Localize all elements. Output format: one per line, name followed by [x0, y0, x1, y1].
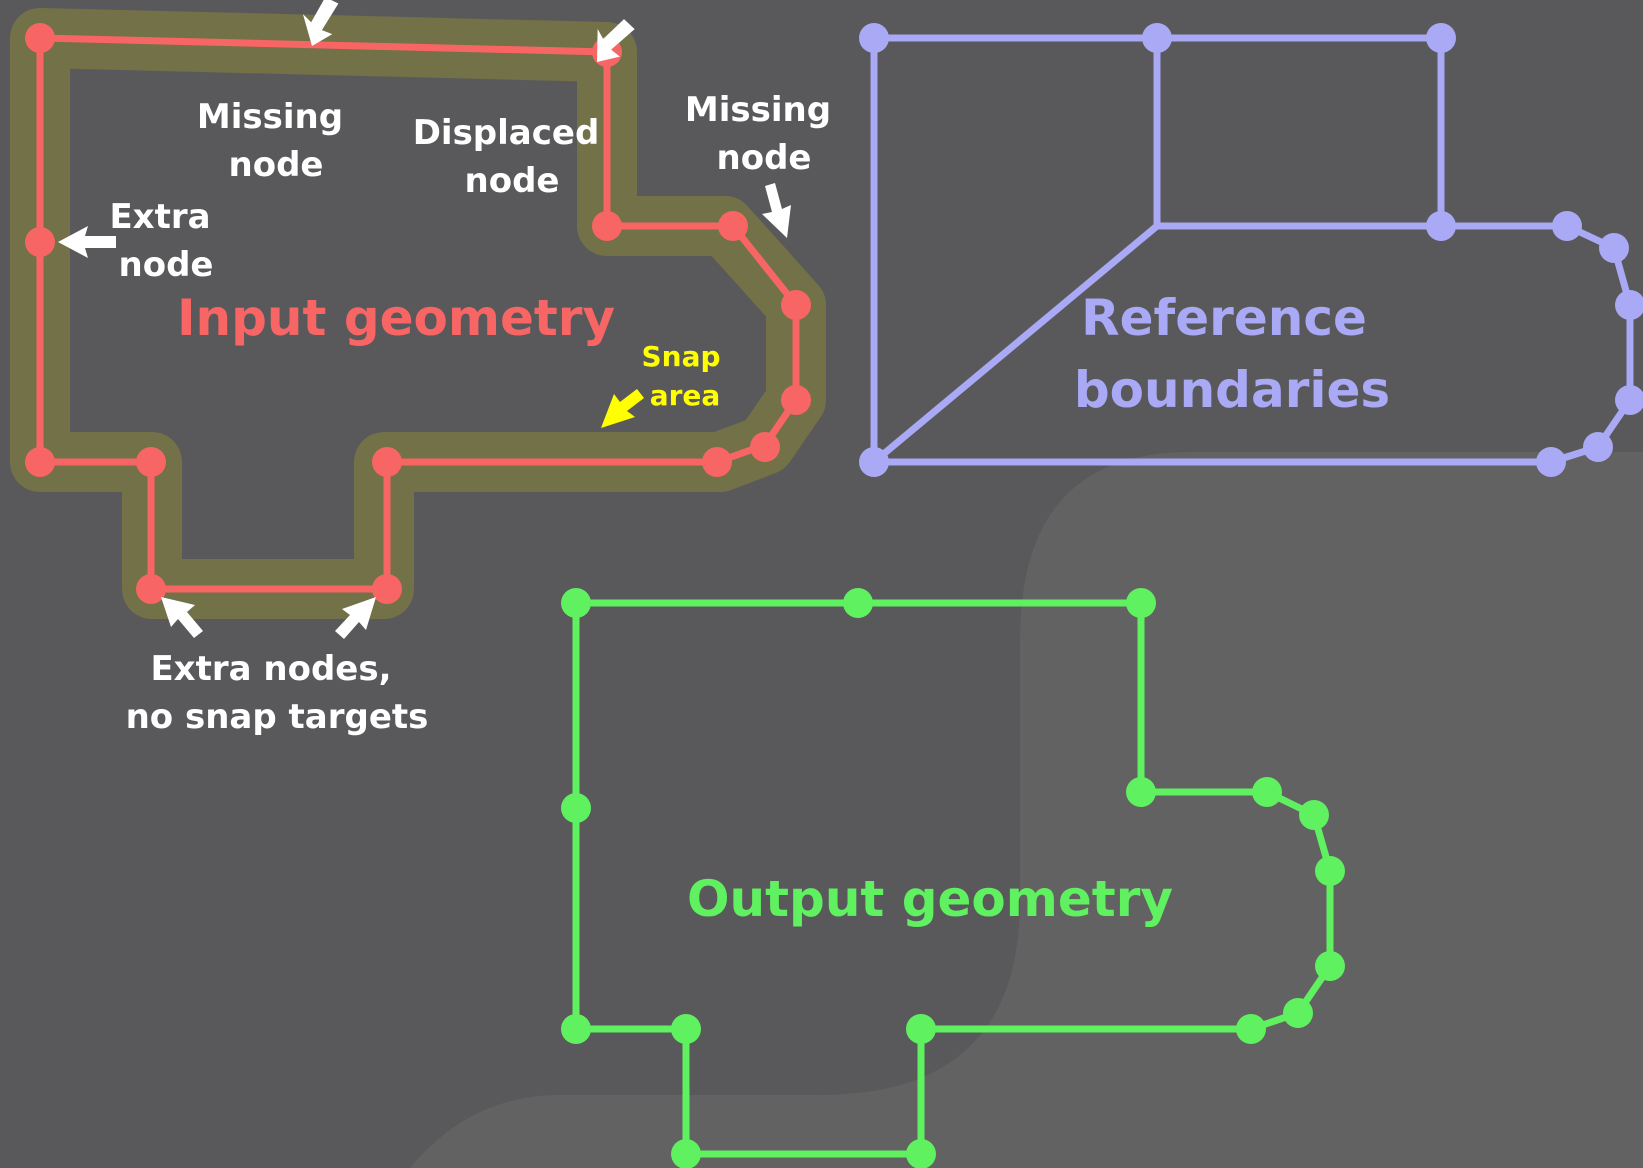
output-node: [1315, 951, 1345, 981]
reference-node: [859, 23, 889, 53]
output-node: [561, 793, 591, 823]
output-node: [843, 588, 873, 618]
reference-title-line1: Reference: [1081, 289, 1367, 347]
output-geometry: Output geometry: [561, 588, 1345, 1168]
output-node: [561, 1014, 591, 1044]
input-node-extra: [25, 227, 55, 257]
input-node: [750, 432, 780, 462]
input-polygon: [36, 34, 800, 593]
annotations: Missing node Displaced node Missing node…: [58, 0, 831, 737]
reference-node: [1552, 211, 1582, 241]
missing-node-right-label-line1: Missing: [685, 90, 831, 130]
output-title: Output geometry: [687, 870, 1173, 928]
reference-node: [1615, 385, 1643, 415]
input-node: [372, 574, 402, 604]
output-node: [1299, 800, 1329, 830]
output-node: [1236, 1014, 1266, 1044]
output-node: [671, 1014, 701, 1044]
reference-node: [1536, 447, 1566, 477]
displaced-node-label-line1: Displaced: [413, 113, 600, 153]
input-title: Input geometry: [177, 289, 615, 347]
extra-nodes-label-line2: no snap targets: [126, 697, 429, 737]
missing-node-top-label-line1: Missing: [197, 97, 343, 137]
input-node: [781, 290, 811, 320]
input-node: [136, 447, 166, 477]
reference-node: [1583, 432, 1613, 462]
snap-area-label-line1: Snap: [641, 340, 720, 373]
arrow-icon: [762, 183, 791, 238]
arrow-icon: [161, 597, 203, 638]
output-node: [1315, 856, 1345, 886]
input-node: [372, 447, 402, 477]
input-node: [702, 447, 732, 477]
output-node: [906, 1014, 936, 1044]
arrow-icon: [335, 597, 376, 639]
input-nodes: [25, 23, 811, 604]
reference-nodes: [859, 23, 1643, 477]
arrow-icon: [58, 226, 116, 258]
output-nodes: [561, 588, 1345, 1168]
output-node: [671, 1139, 701, 1168]
background-shape: [410, 452, 1643, 1168]
extra-node-label-line1: Extra: [109, 197, 210, 237]
displaced-node-label-line2: node: [465, 161, 560, 201]
reference-node: [859, 447, 889, 477]
reference-node: [1426, 23, 1456, 53]
extra-node-label-line2: node: [119, 245, 214, 285]
reference-boundaries: Reference boundaries: [859, 23, 1643, 477]
missing-node-right-label-line2: node: [717, 138, 812, 178]
reference-node: [1615, 290, 1643, 320]
arrow-icon: [302, 0, 339, 46]
missing-node-top-label-line2: node: [229, 145, 324, 185]
input-node: [25, 23, 55, 53]
output-node: [1252, 777, 1282, 807]
output-node: [1283, 998, 1313, 1028]
arrow-icon: [597, 19, 635, 62]
reference-line: [871, 223, 1160, 465]
reference-node: [1599, 233, 1629, 263]
input-node: [592, 211, 622, 241]
snap-area-label-line2: area: [650, 379, 721, 412]
reference-title-line2: boundaries: [1074, 361, 1390, 419]
input-node: [718, 211, 748, 241]
input-geometry: Input geometry: [10, 8, 826, 619]
input-node: [781, 385, 811, 415]
reference-node: [1426, 211, 1456, 241]
arrow-icon: [601, 389, 644, 428]
output-node: [906, 1139, 936, 1168]
extra-nodes-label-line1: Extra nodes,: [150, 649, 391, 689]
reference-node: [1142, 23, 1172, 53]
output-node: [1126, 777, 1156, 807]
input-node: [136, 574, 166, 604]
input-node: [25, 447, 55, 477]
output-node: [561, 588, 591, 618]
output-node: [1126, 588, 1156, 618]
